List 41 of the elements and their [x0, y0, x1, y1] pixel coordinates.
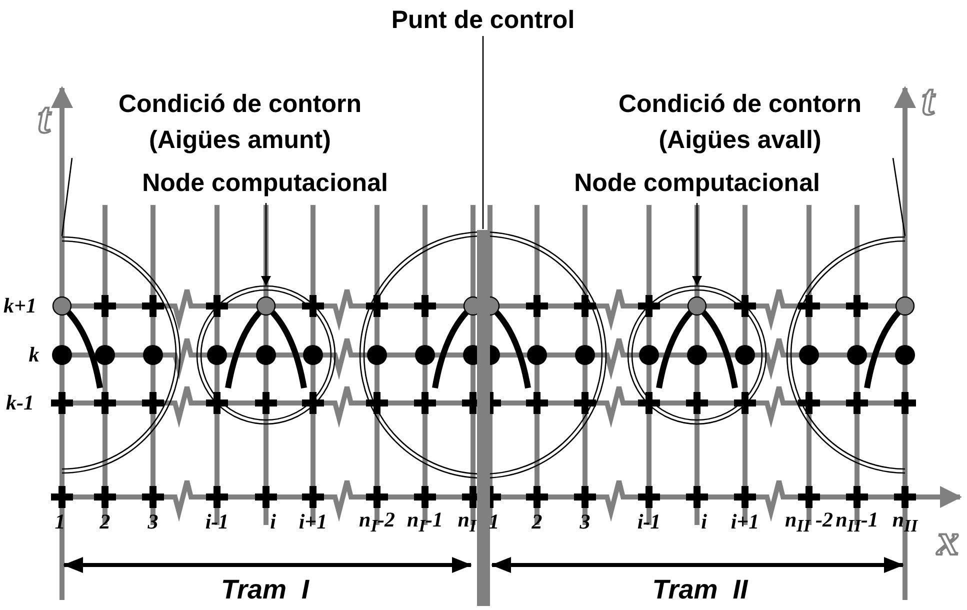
column-label: 3 [580, 510, 590, 534]
boundary-semicircle [62, 236, 180, 474]
leader-line [261, 203, 271, 286]
column-label: i [701, 510, 707, 534]
node-circle [196, 285, 336, 425]
column-label: 1 [488, 510, 500, 534]
row-label: k-1 [6, 390, 34, 416]
column-label: i [270, 510, 276, 534]
column-label: i+1 [298, 510, 328, 534]
axis-label: t [922, 74, 934, 126]
column-label: 2 [532, 510, 542, 534]
callout-label: Condició de contorn (Aigües amunt) [90, 86, 390, 158]
leader-line [482, 36, 484, 229]
node-circle [627, 285, 767, 425]
column-label: n$_{II}$ [892, 507, 918, 537]
axis-label: t [38, 92, 50, 144]
column-label: n$_{I}$-2 [359, 507, 395, 537]
control-point-bar [477, 230, 490, 606]
column-label: i-1 [637, 510, 661, 534]
column-label: i-1 [205, 510, 229, 534]
section-label: Tram I [220, 574, 310, 606]
column-label: 1 [54, 510, 66, 534]
callout-label: Node computacional [537, 165, 857, 201]
leader-line [692, 203, 702, 286]
callout-label: Punt de control [333, 2, 633, 38]
column-label: n$_{I}$ [458, 507, 476, 537]
leader-line [892, 158, 906, 236]
column-label: 3 [148, 510, 158, 534]
column-label: n$_{I}$-1 [407, 507, 443, 537]
callout-label: Node computacional [105, 165, 425, 201]
callout-label: Condició de contorn (Aigües avall) [590, 86, 890, 158]
column-label: n$_{II}$ -2 [784, 507, 834, 537]
column-label: 2 [100, 510, 110, 534]
column-label: i+1 [730, 510, 760, 534]
axis-label: x [937, 514, 959, 566]
column-label: n$_{II}$-1 [836, 507, 878, 537]
row-label: k+1 [4, 294, 36, 318]
boundary-semicircle [786, 236, 906, 474]
section-label: Tram II [652, 574, 748, 606]
leader-line [61, 158, 73, 236]
row-label: k [28, 342, 40, 368]
